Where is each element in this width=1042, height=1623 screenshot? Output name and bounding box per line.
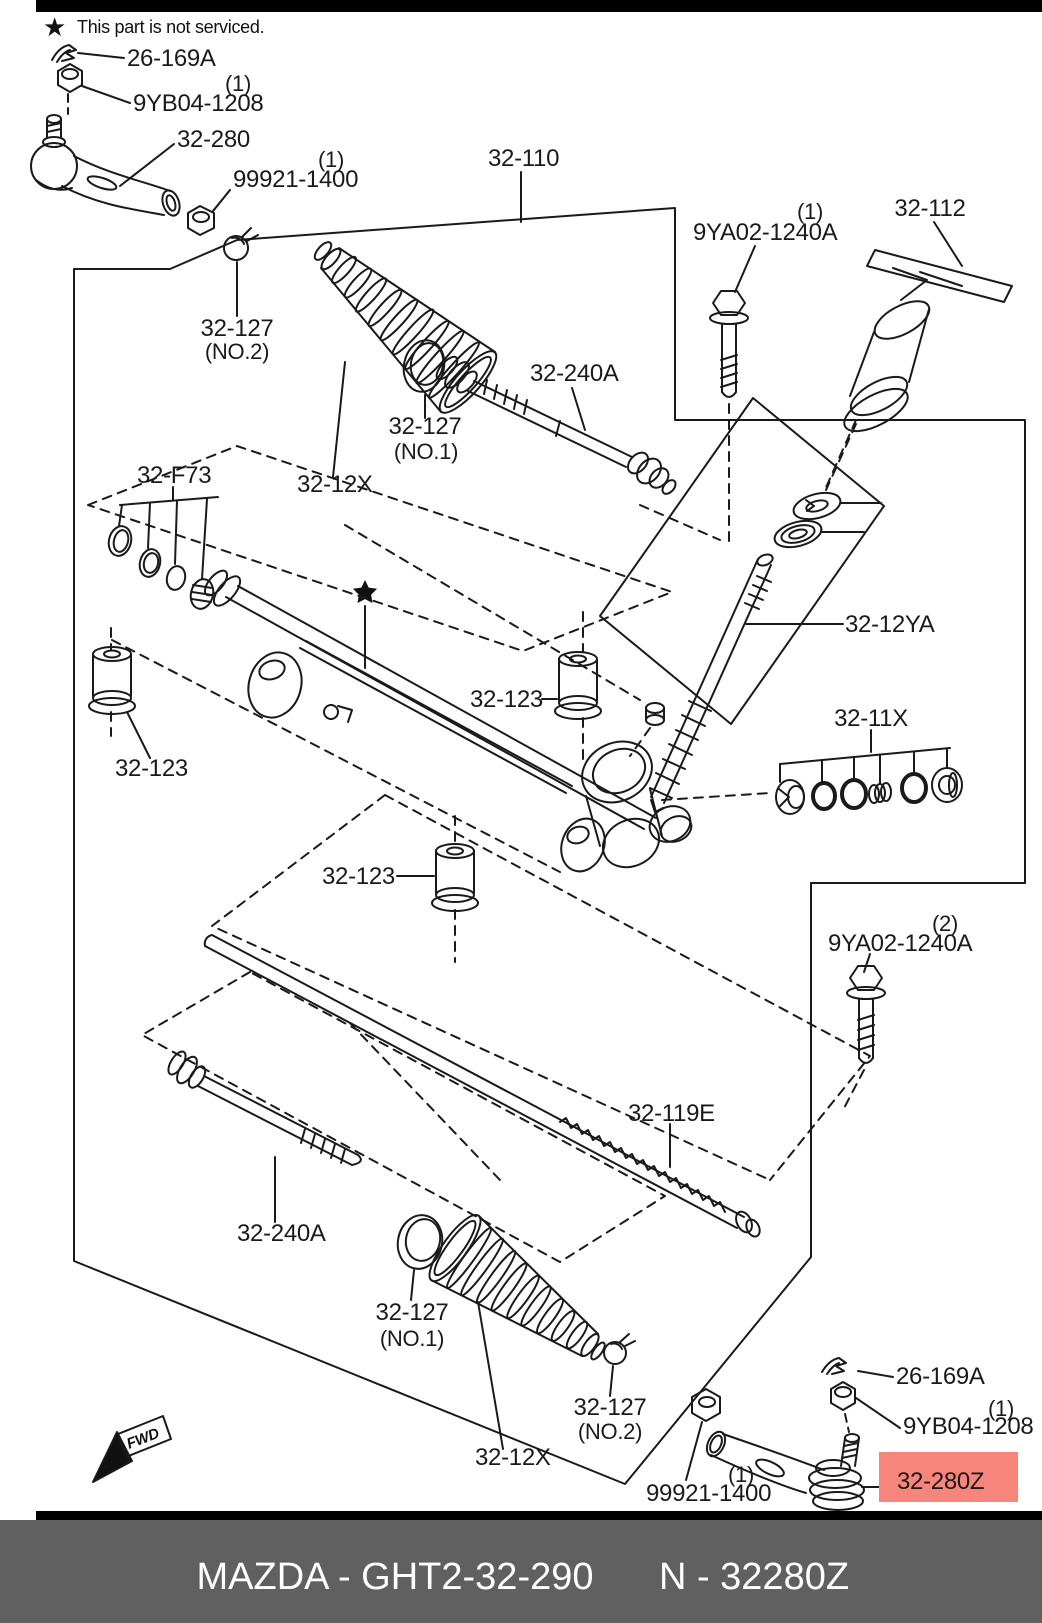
fwd-arrow [92, 1415, 172, 1483]
service-note: ★ This part is not serviced. [43, 12, 265, 42]
mount-bushing-32-123-bottom-drawing [396, 843, 479, 912]
nut-9YB04-1208-bottom-drawing [830, 1381, 901, 1433]
labels-layer: 26-169A (1) 9YB04-1208 32-280 (1) 99921-… [115, 45, 1034, 1507]
construction-lines [87, 423, 871, 1263]
qty-99921-top: (1) [318, 147, 344, 172]
diagram-art [30, 44, 1026, 1511]
label-32-11x: 32-11X [834, 705, 908, 732]
label-32-240a-bot: 32-240A [237, 1220, 326, 1247]
label-32-127-no1-top: 32-127 [389, 413, 462, 440]
cotter-pin-26-169A-bottom-drawing [821, 1357, 894, 1378]
label-26-169a-top: 26-169A [127, 45, 216, 72]
label-32-240a-top: 32-240A [530, 360, 619, 387]
label-32-f73: 32-F73 [137, 462, 211, 489]
label-32-123-left: 32-123 [115, 755, 188, 782]
column-jacket-32-112-drawing [823, 221, 1013, 493]
star-icon: ★ [43, 12, 66, 42]
top-bar [36, 0, 1042, 12]
rack-bar-32-119E-drawing [203, 934, 761, 1238]
inner-tie-rod-32-240A-top-drawing [435, 355, 677, 495]
label-32-12x-top: 32-12X [297, 471, 373, 498]
sublabel-no1-top: (NO.1) [394, 439, 458, 464]
label-9yb04-1208-bot: 9YB04-1208 [903, 1413, 1033, 1440]
highlight-box [879, 1452, 1018, 1502]
label-32-127-no2-bot: 32-127 [574, 1394, 647, 1421]
label-32-112: 32-112 [894, 195, 965, 222]
boot-clamp-32-127-no2-top-drawing [223, 227, 259, 317]
star-marker-icon [352, 580, 378, 603]
label-26-169a-bot: 26-169A [896, 1363, 985, 1390]
bolt-9YA02-1240A-2-drawing [841, 953, 886, 1113]
ring-32-127-no1-top-drawing [402, 339, 446, 419]
cotter-pin-26-169A-top-drawing [51, 44, 125, 63]
tie-rod-end-32-280-drawing [30, 114, 181, 217]
leader-32-12x-top [332, 361, 346, 478]
label-32-119e: 32-119E [628, 1100, 715, 1127]
qty-9yb04-top: (1) [225, 71, 251, 96]
label-99921-1400-bot: 99921-1400 [646, 1480, 771, 1507]
inner-tie-rod-32-240A-bottom-drawing [167, 1050, 362, 1223]
mount-bushing-32-123-right-drawing [541, 651, 602, 720]
rack-housing-drawing [203, 569, 693, 873]
label-32-127-no1-bot: 32-127 [376, 1299, 449, 1326]
highlighted-part-label: 32-280Z [879, 1452, 1018, 1502]
label-32-123-bottom: 32-123 [322, 863, 395, 890]
footer: MAZDA - GHT2-32-290 N - 32280Z [0, 1511, 1042, 1623]
leader-32-240a-top [571, 387, 586, 431]
ring-32-127-no1-bottom-drawing [396, 1214, 444, 1301]
footer-part-number: MAZDA - GHT2-32-290 [197, 1556, 594, 1598]
footer-bar [0, 1520, 1042, 1623]
pinion-shaft-32-12YA-drawing [599, 397, 885, 813]
sublabel-no2-bot: (NO.2) [578, 1419, 642, 1444]
nut-99921-1400-bottom-drawing [685, 1388, 721, 1481]
label-32-280z: 32-280Z [897, 1468, 984, 1495]
diagram-border [73, 207, 1026, 1485]
qty-9ya02-1: (1) [797, 199, 823, 224]
bolt-9YA02-1240A-1-drawing [709, 245, 756, 546]
tie-rod-end-32-280Z-drawing [705, 1430, 895, 1511]
nut-9YB04-1208-top-drawing [57, 63, 131, 115]
note-text: This part is not serviced. [77, 17, 264, 37]
label-32-12x-bot: 32-12X [475, 1444, 551, 1471]
footer-divider [36, 1511, 1042, 1520]
qty-99921-bot: (1) [728, 1462, 754, 1487]
label-leaders [213, 189, 231, 211]
label-32-127-no2-top: 32-127 [201, 315, 274, 342]
mount-bushing-32-123-left-drawing [88, 646, 151, 759]
label-32-123-right: 32-123 [470, 686, 543, 713]
footer-catalog-number: N - 32280Z [659, 1556, 849, 1598]
boot-32-12X-bottom-drawing [428, 1213, 606, 1450]
leader-32-12x-bot [477, 1301, 504, 1450]
seal-kit-32-11X-drawing [775, 729, 963, 815]
qty-9yb04-bot: (1) [988, 1396, 1014, 1421]
label-9ya02-1240a-2: 9YA02-1240A [828, 930, 973, 957]
label-9yb04-1208-top: 9YB04-1208 [133, 90, 263, 117]
label-32-110: 32-110 [488, 145, 559, 172]
label-32-280: 32-280 [177, 126, 250, 153]
label-99921-1400-top: 99921-1400 [233, 166, 358, 193]
label-32-12ya: 32-12YA [845, 611, 935, 638]
qty-9ya02-2: (2) [932, 911, 958, 936]
label-9ya02-1240a-1: 9YA02-1240A [693, 219, 838, 246]
seal-set-32-F73-drawing [107, 486, 219, 610]
boot-clamp-32-127-no2-bottom-drawing [603, 1333, 636, 1397]
sublabel-no2-top: (NO.2) [205, 339, 269, 364]
sublabel-no1-bot: (NO.1) [380, 1326, 444, 1351]
